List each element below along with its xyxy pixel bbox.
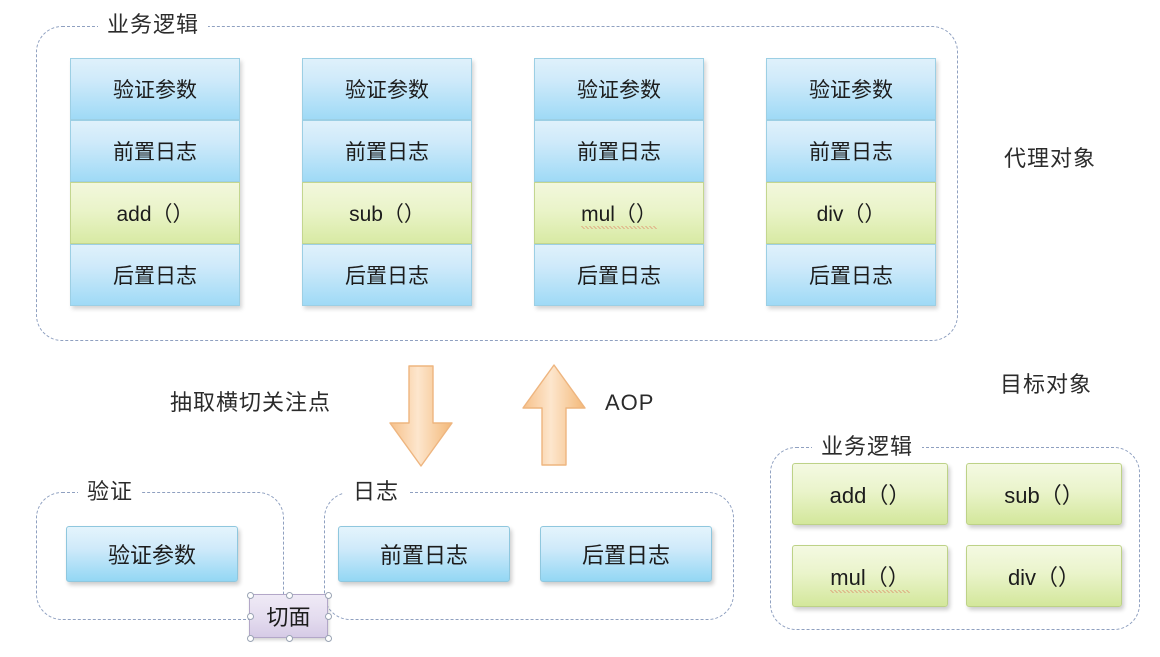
down-arrow-icon: [388, 365, 454, 469]
aspect-badge[interactable]: 切面: [249, 594, 328, 638]
proxy-object-side-label: 代理对象: [1004, 146, 1097, 171]
proxy-cell-after-log: 后置日志: [302, 244, 472, 306]
proxy-column-mul: 验证参数 前置日志 mul（） 后置日志: [534, 58, 704, 306]
target-method-mul: mul（）: [792, 545, 948, 607]
aspect-badge-handle-br[interactable]: [325, 635, 332, 642]
target-group-label: 业务逻辑: [812, 436, 923, 458]
proxy-cell-method: mul（）: [534, 182, 704, 244]
target-business-group: [770, 447, 1140, 630]
proxy-group-label: 业务逻辑: [98, 14, 209, 36]
validation-group-label: 验证: [78, 481, 143, 503]
aspect-badge-handle-tr[interactable]: [325, 592, 332, 599]
proxy-cell-after-log: 后置日志: [766, 244, 936, 306]
validation-item-box: 验证参数: [66, 526, 238, 582]
validation-group: [36, 492, 284, 620]
log-item-before-box: 前置日志: [338, 526, 510, 582]
target-method-div: div（）: [966, 545, 1122, 607]
proxy-cell-validate: 验证参数: [766, 58, 936, 120]
target-method-label-misspelled: mul（）: [830, 559, 910, 593]
aspect-badge-handle-ml[interactable]: [247, 613, 254, 620]
aspect-badge-handle-bl[interactable]: [247, 635, 254, 642]
target-object-side-label: 目标对象: [1000, 372, 1093, 397]
aop-label: AOP: [605, 390, 655, 415]
proxy-cell-before-log: 前置日志: [302, 120, 472, 182]
target-method-sub: sub（）: [966, 463, 1122, 525]
proxy-cell-before-log: 前置日志: [534, 120, 704, 182]
proxy-cell-validate: 验证参数: [302, 58, 472, 120]
proxy-column-add: 验证参数 前置日志 add（） 后置日志: [70, 58, 240, 306]
aspect-badge-handle-tl[interactable]: [247, 592, 254, 599]
target-method-add: add（）: [792, 463, 948, 525]
proxy-cell-validate: 验证参数: [70, 58, 240, 120]
extract-concerns-label: 抽取横切关注点: [170, 390, 332, 415]
proxy-object-group: [36, 26, 958, 341]
log-item-after-box: 后置日志: [540, 526, 712, 582]
proxy-method-label-misspelled: mul（）: [581, 197, 657, 229]
proxy-cell-after-log: 后置日志: [70, 244, 240, 306]
aspect-badge-handle-tc[interactable]: [286, 592, 293, 599]
up-arrow-icon: [521, 363, 587, 467]
log-group: [324, 492, 734, 620]
proxy-column-div: 验证参数 前置日志 div（） 后置日志: [766, 58, 936, 306]
proxy-cell-method: sub（）: [302, 182, 472, 244]
proxy-column-sub: 验证参数 前置日志 sub（） 后置日志: [302, 58, 472, 306]
aspect-badge-handle-mr[interactable]: [325, 613, 332, 620]
proxy-cell-validate: 验证参数: [534, 58, 704, 120]
aspect-badge-handle-bc[interactable]: [286, 635, 293, 642]
proxy-cell-before-log: 前置日志: [766, 120, 936, 182]
proxy-cell-before-log: 前置日志: [70, 120, 240, 182]
log-group-label: 日志: [344, 481, 409, 503]
proxy-cell-method: add（）: [70, 182, 240, 244]
proxy-cell-method: div（）: [766, 182, 936, 244]
proxy-cell-after-log: 后置日志: [534, 244, 704, 306]
